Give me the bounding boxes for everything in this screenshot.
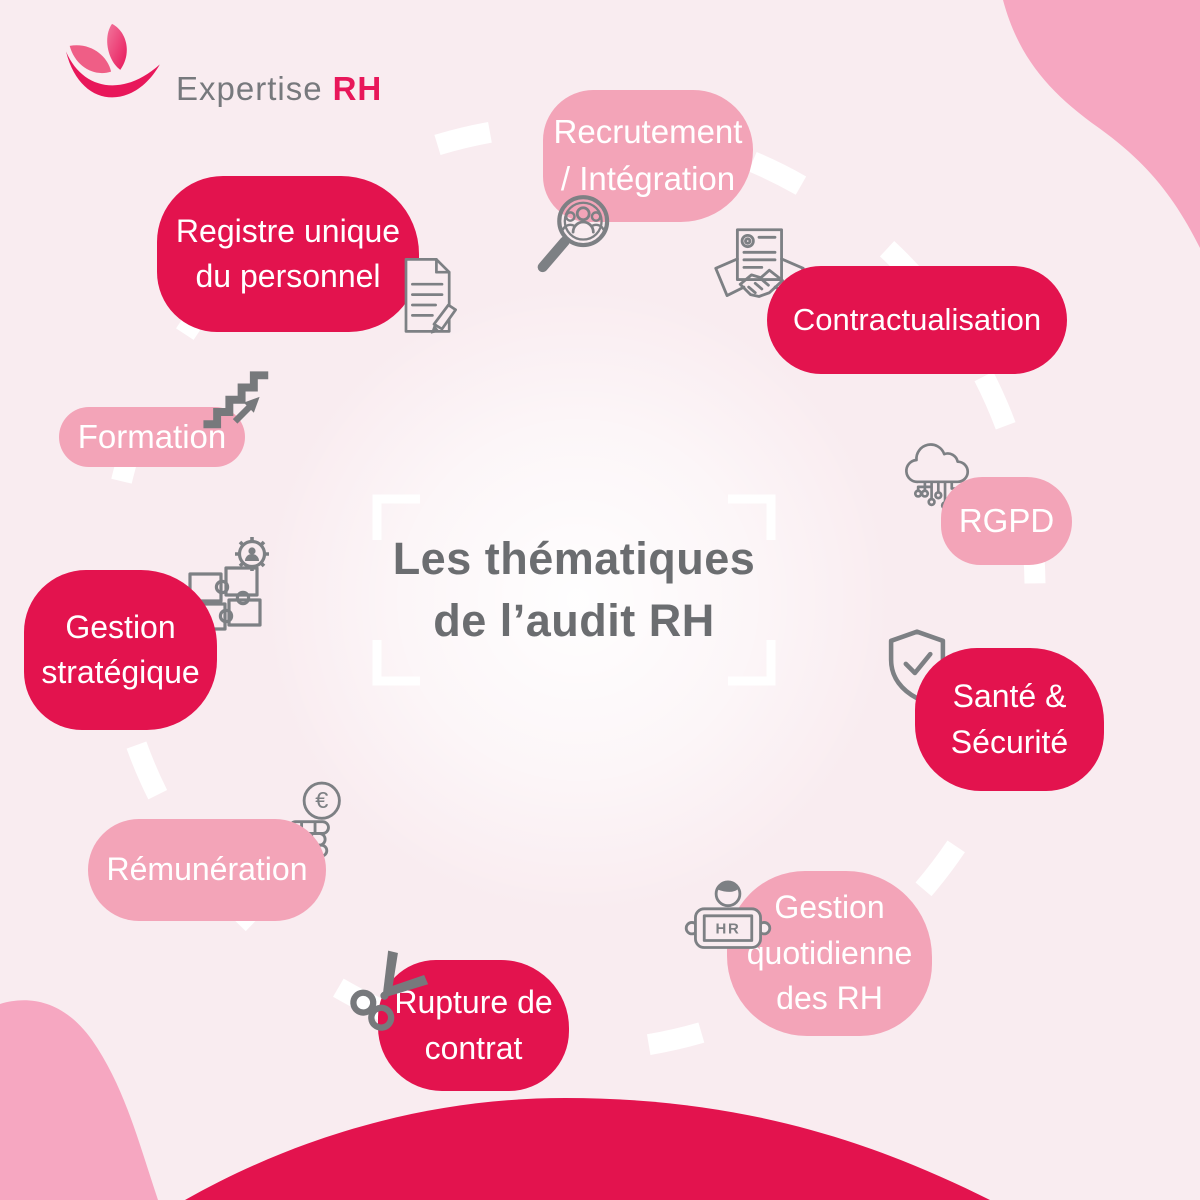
topic-label-line: Rémunération bbox=[106, 851, 308, 888]
title-line-1: Les thématiques bbox=[392, 532, 756, 584]
topic-recrutement-integration: Recrutement / Intégration bbox=[543, 90, 753, 222]
topic-gestion-quotidienne: Gestion quotidienne des RH bbox=[727, 871, 932, 1036]
butterfly-logo-icon bbox=[66, 23, 160, 98]
topic-remuneration: Rémunération bbox=[88, 819, 326, 921]
topic-label-line: Formation bbox=[77, 417, 227, 455]
topic-label-line: Santé & bbox=[952, 678, 1067, 715]
topic-gestion-strategique: Gestion stratégique bbox=[24, 570, 217, 730]
topic-sante-securite: Santé & Sécurité bbox=[915, 648, 1104, 791]
topic-label-line: Sécurité bbox=[950, 723, 1069, 760]
topic-label-line: Recrutement bbox=[553, 113, 743, 151]
topic-label-line: Registre unique bbox=[175, 212, 401, 249]
page-title: Les thématiques de l’audit RH bbox=[378, 500, 770, 680]
topic-label-line: Rupture de bbox=[394, 984, 553, 1021]
topic-formation: Formation bbox=[59, 407, 245, 467]
topic-label-line: contrat bbox=[424, 1029, 523, 1066]
topic-rupture-contrat: Rupture de contrat bbox=[378, 960, 569, 1091]
topic-label-line: du personnel bbox=[195, 258, 381, 294]
topic-label-line: stratégique bbox=[41, 654, 200, 690]
topic-registre-unique: Registre unique du personnel bbox=[157, 176, 419, 332]
topic-label-line: des RH bbox=[776, 980, 883, 1017]
title-line-2: de l’audit RH bbox=[433, 595, 715, 646]
topic-label-line: Gestion bbox=[65, 608, 176, 645]
topic-label-line: Contractualisation bbox=[792, 301, 1042, 337]
logo-brand-text: Expertise bbox=[176, 70, 323, 107]
topic-label-line: quotidienne bbox=[746, 934, 913, 971]
topic-rgpd: RGPD bbox=[941, 477, 1072, 565]
topic-label-line: / Intégration bbox=[560, 160, 736, 197]
topic-contractualisation: Contractualisation bbox=[767, 266, 1067, 374]
logo-suffix-text: RH bbox=[332, 70, 383, 107]
topic-label-line: Gestion bbox=[774, 889, 885, 926]
topic-label-line: RGPD bbox=[958, 501, 1055, 539]
